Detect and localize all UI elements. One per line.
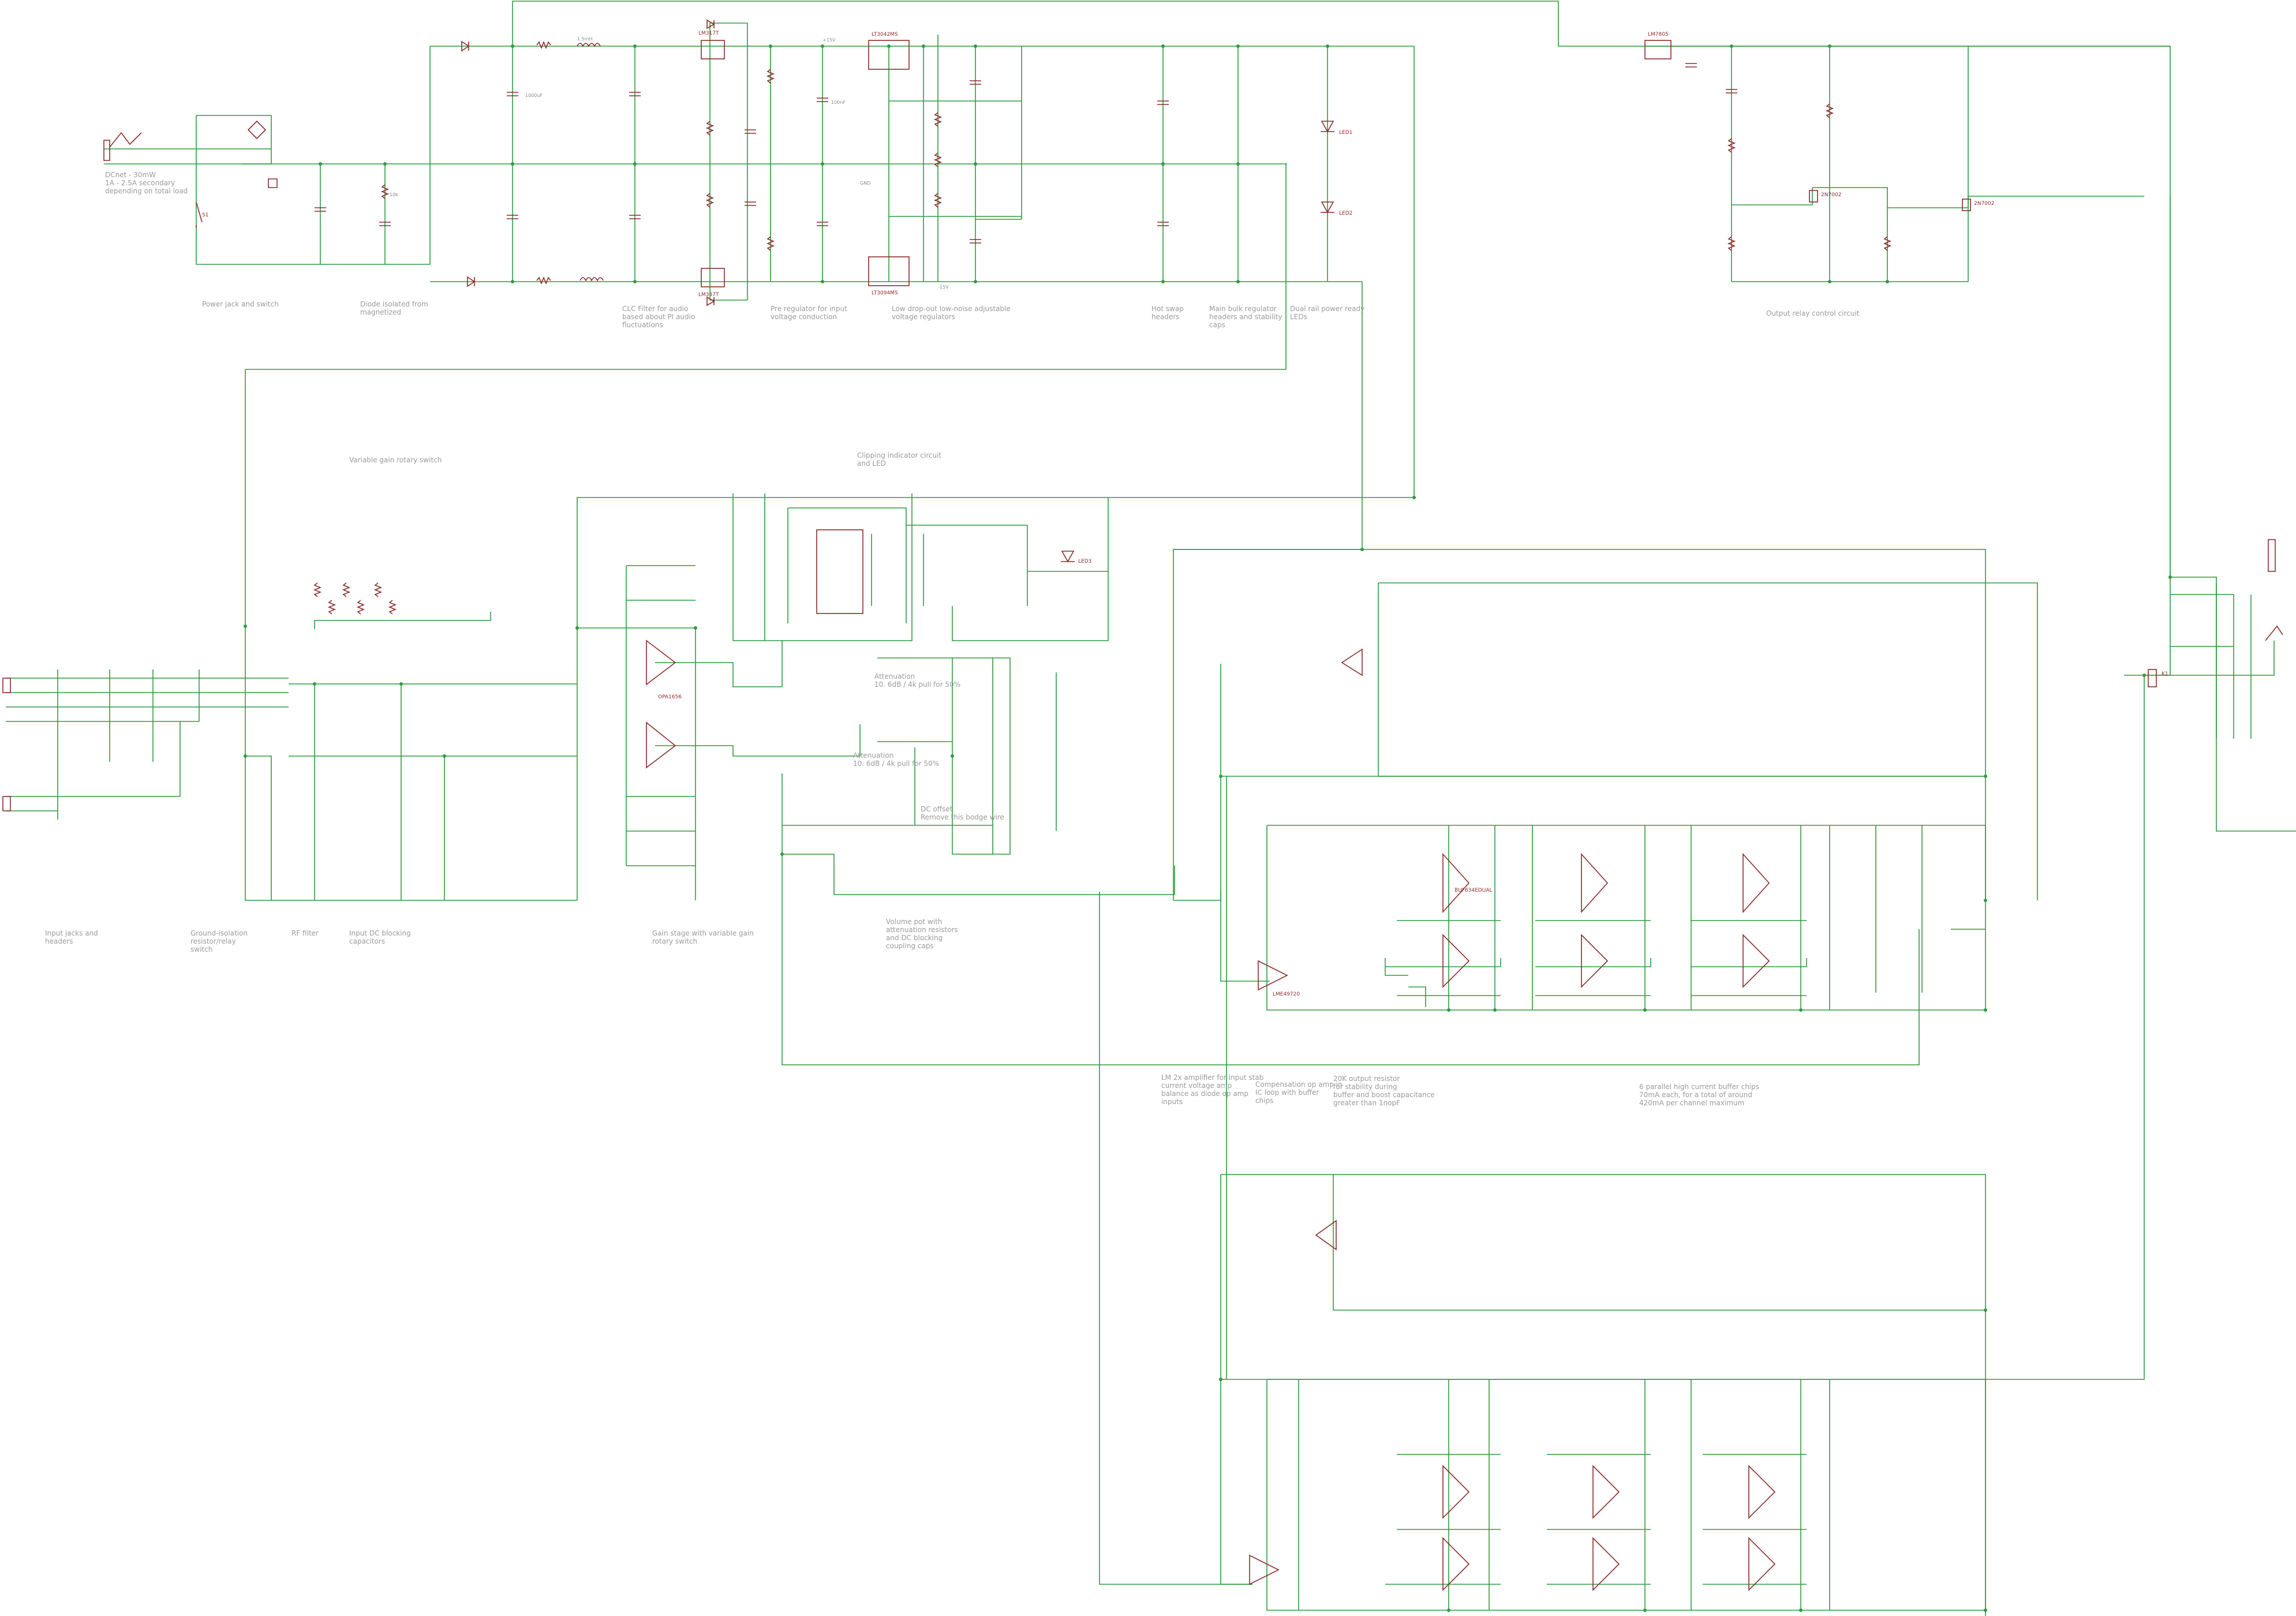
note-power-jack: Power jack and switch xyxy=(202,300,279,308)
note-output-resistor: 20K output resistor for stability during… xyxy=(1333,1075,1435,1107)
junctions xyxy=(244,44,2172,1612)
resistor-label: 10k xyxy=(390,192,398,197)
q2-label: 2N7002 xyxy=(1974,201,1994,207)
led1-label: LED1 xyxy=(1339,130,1352,136)
vminus-label: -15V xyxy=(938,285,949,290)
buffer-label: BUF634EDUAL xyxy=(1454,888,1493,893)
note-dc-offset: DC offset Remove this bodge wire xyxy=(921,805,1004,821)
u6-label: OPA1656 xyxy=(658,694,682,700)
inductor-label: 1.5mH xyxy=(577,36,593,42)
note-input-jacks: Input jacks and headers xyxy=(45,929,98,945)
note-pre-regulator: Pre regulator for input voltage conducti… xyxy=(771,305,847,321)
u4-label: LT3094MS xyxy=(872,290,898,296)
q1-label: 2N7002 xyxy=(1821,192,1841,198)
led2-label: LED2 xyxy=(1339,211,1352,216)
note-output-relay: Output relay control circuit xyxy=(1766,309,1860,317)
part-labels: LM317T LM337T LT3042MS LT3094MS LM7805 O… xyxy=(202,31,2168,997)
wires xyxy=(6,1,2296,1616)
note-rf-filter: RF filter xyxy=(291,929,319,937)
note-attenuation-b: Attenuation 10. 6dB / 4k pull for 50% xyxy=(853,751,940,768)
note-input-amp: LM 2x amplifier for input stab current v… xyxy=(1161,1073,1264,1106)
components xyxy=(2,19,2283,1591)
switch-label: S1 xyxy=(202,212,208,218)
note-dc-blocking: Input DC blocking capacitors xyxy=(349,929,411,945)
note-diode-isolation: Diode isolated from magnetized xyxy=(360,300,428,316)
note-parallel-buffers: 6 parallel high current buffer chips 70m… xyxy=(1639,1083,1760,1107)
c-small-label: 100nF xyxy=(831,100,846,105)
note-attenuation-a: Attenuation 10. 6dB / 4k pull for 50% xyxy=(874,672,961,689)
c-big-label: 1000uF xyxy=(525,93,543,98)
led3-label: LED3 xyxy=(1078,559,1091,564)
note-ldo-regulators: Low drop-out low-noise adjustable voltag… xyxy=(892,305,1011,321)
note-gain-stage: Gain stage with variable gain rotary swi… xyxy=(652,929,754,945)
note-bulk-regulator: Main bulk regulator headers and stabilit… xyxy=(1209,305,1282,329)
u3-label: LT3042MS xyxy=(872,32,898,38)
relay-label: K1 xyxy=(2162,671,2168,677)
note-ground-isolation: Ground-isolation resistor/relay switch xyxy=(190,929,248,953)
note-power-in: DCnet - 30mW 1A - 2.5A secondary dependi… xyxy=(105,171,188,195)
u7-label: LME49720 xyxy=(1273,992,1300,997)
note-clipping: Clipping indicator circuit and LED xyxy=(857,451,942,467)
note-power-leds: Dual rail power ready LEDs xyxy=(1290,305,1365,321)
note-compensation: Compensation op amp in IC loop with buff… xyxy=(1255,1080,1343,1105)
u1-label: LM317T xyxy=(698,31,719,36)
u5-label: LM7805 xyxy=(1648,32,1669,38)
note-hot-swap: Hot swap headers xyxy=(1151,305,1184,321)
note-volume-pot: Volume pot with attenuation resistors an… xyxy=(886,918,958,950)
u2-label: LM337T xyxy=(698,292,719,298)
note-clc-filter: CLC Filter for audio based about PI audi… xyxy=(622,305,695,329)
vplus-label: +15V xyxy=(822,38,836,43)
note-rotary-switch: Variable gain rotary switch xyxy=(349,456,442,464)
gnd-label: GND xyxy=(860,181,870,186)
